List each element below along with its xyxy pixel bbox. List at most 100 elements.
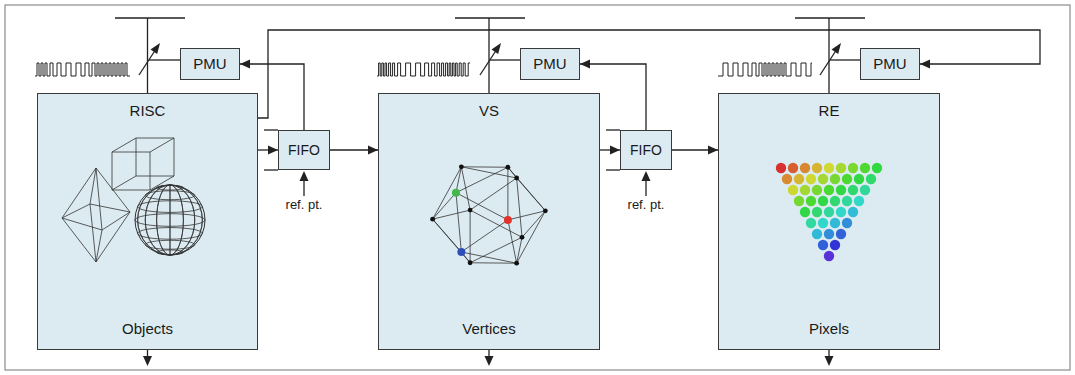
pixel-dot <box>866 174 876 184</box>
sphere-meridian <box>145 185 194 255</box>
mesh-edge <box>456 193 461 252</box>
fifo-tab <box>264 129 278 130</box>
vertex-dot <box>468 260 473 265</box>
pixel-dot <box>824 251 834 261</box>
cube-edge <box>136 176 174 177</box>
pixel-dot <box>800 185 810 195</box>
unit-name: VS <box>479 102 499 119</box>
pixel-dot <box>836 207 846 217</box>
sphere-meridian <box>157 185 184 255</box>
cube-edge <box>112 152 150 153</box>
supply-wire <box>828 18 829 93</box>
processing-unit: REPixels <box>718 93 940 350</box>
octahedron-edge <box>90 204 96 262</box>
arrow-head <box>920 60 930 69</box>
mesh-edge <box>470 210 471 263</box>
mesh-edge <box>470 178 517 210</box>
signal-connector <box>258 30 1040 118</box>
vertex-dot <box>430 217 435 222</box>
supply-bar <box>795 17 865 18</box>
mesh-edge <box>508 211 545 220</box>
octahedron-edge <box>96 168 102 230</box>
mesh-edge <box>433 193 456 219</box>
sphere-meridian <box>170 185 171 255</box>
octahedron-edge <box>96 168 130 212</box>
mesh-edge <box>461 167 470 210</box>
pixel-dot <box>836 229 846 239</box>
sphere-meridian <box>138 185 203 255</box>
ref-arrow-line <box>303 179 304 196</box>
octahedron-edge <box>62 218 102 230</box>
signal-connector <box>330 146 378 155</box>
unit-data-label: Vertices <box>462 320 515 337</box>
signal-connector <box>600 146 620 155</box>
cube-edge <box>150 152 151 190</box>
outer-frame <box>5 5 1070 370</box>
unit-name: PMU <box>873 55 906 72</box>
unit-name: PMU <box>533 55 566 72</box>
arrow-head <box>143 356 152 366</box>
pixel-dot <box>824 207 834 217</box>
supply-wire <box>488 18 489 93</box>
pixel-dot <box>854 174 864 184</box>
pixel-dot <box>824 185 834 195</box>
mesh-edge <box>522 211 545 237</box>
arrow-head <box>708 146 718 155</box>
pixel-dot <box>842 218 852 228</box>
supply-wire <box>147 18 148 93</box>
sphere-outline <box>135 185 205 255</box>
arrow-head <box>610 146 620 155</box>
pixel-dot <box>818 218 828 228</box>
octahedron-edge <box>96 230 102 262</box>
mesh-edge <box>433 210 470 219</box>
mesh-edge <box>517 178 546 211</box>
pixel-dot <box>854 196 864 206</box>
pmu-box: PMU <box>520 48 580 80</box>
connector-line <box>258 30 1040 118</box>
object-illustration <box>62 138 205 262</box>
vertex-illustration <box>430 164 548 265</box>
control-wire <box>149 59 180 60</box>
pixel-dot <box>806 196 816 206</box>
mesh-edge <box>517 237 522 263</box>
pixel-dot <box>812 185 822 195</box>
vertex-dot <box>543 208 548 213</box>
reference-point-label: ref. pt. <box>286 198 323 213</box>
cube-edge <box>112 176 136 190</box>
mesh-edge <box>508 167 545 211</box>
pixel-dot <box>788 185 798 195</box>
unit-data-label: Pixels <box>809 320 849 337</box>
supply-bar <box>455 17 525 18</box>
unit-data-label: Objects <box>122 320 173 337</box>
unit-name: FIFO <box>288 142 320 158</box>
pmu-box: PMU <box>860 48 920 80</box>
pixel-dot <box>830 240 840 250</box>
signal-connector <box>672 146 718 155</box>
mesh-edge <box>508 220 517 263</box>
processing-unit: VS Vertices <box>378 93 600 350</box>
cube-edge <box>136 138 137 176</box>
arrow-head <box>151 43 161 54</box>
cube-edge <box>150 138 174 152</box>
processing-unit: RISCObjects <box>37 93 258 350</box>
unit-name: PMU <box>193 55 226 72</box>
mesh-edge <box>517 211 546 263</box>
fifo-tab <box>606 169 620 170</box>
mesh-edge <box>456 167 508 192</box>
arrow-head <box>580 60 590 69</box>
octahedron-edge <box>62 204 90 218</box>
mesh-edge <box>517 178 522 237</box>
arrow-head <box>240 60 250 69</box>
arrow-head <box>642 171 651 181</box>
arrow-heads <box>143 43 841 366</box>
fifo-tab <box>606 129 620 130</box>
signal-connector <box>240 60 304 131</box>
clock-waveform <box>377 63 470 76</box>
fifo-box: FIFO <box>620 130 672 170</box>
control-wire <box>830 59 860 60</box>
vertex-dot <box>520 235 525 240</box>
pixel-dot <box>842 196 852 206</box>
pixel-dot <box>830 218 840 228</box>
mesh-edge <box>470 262 517 263</box>
mesh-edge <box>461 166 508 167</box>
